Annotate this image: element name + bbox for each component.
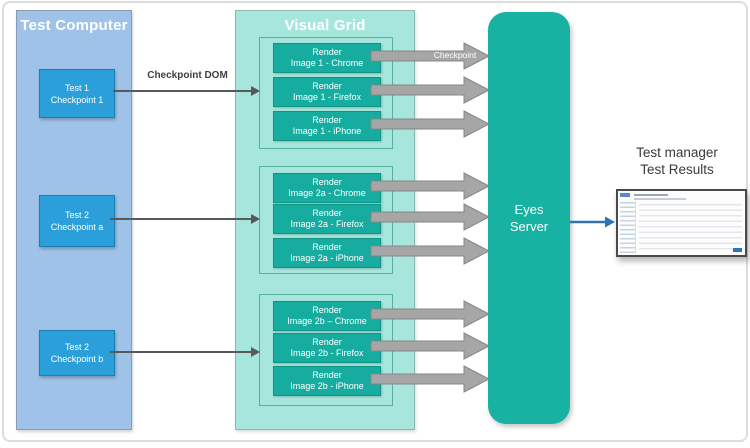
visual-grid-panel: Visual Grid Render Image 1 - Chrome Rend… (235, 10, 415, 430)
screenshot-button (733, 248, 742, 252)
render-node-line1: Render (312, 115, 342, 125)
render-node-2b-firefox: Render Image 2b - Firefox (273, 333, 381, 363)
render-node-2b-chrome: Render Image 2b – Chrome (273, 301, 381, 331)
render-node-line1: Render (312, 305, 342, 315)
render-node-1-chrome: Render Image 1 - Chrome (273, 43, 381, 73)
screenshot-toolbar-line-2 (634, 198, 686, 200)
eyes-server-line1: Eyes (514, 202, 544, 217)
render-node-line1: Render (312, 177, 342, 187)
test-node-2-line2: Checkpoint a (50, 222, 104, 232)
results-caption-line1: Test manager (636, 145, 718, 160)
test-computer-title: Test Computer (20, 17, 128, 34)
test-node-3-line1: Test 2 (64, 342, 89, 352)
render-node-line2: Image 2b - iPhone (290, 381, 364, 391)
render-group-2a: Render Image 2a - Chrome Render Image 2a… (259, 166, 393, 274)
render-node-line1: Render (312, 370, 342, 380)
test-results-screenshot (616, 189, 747, 257)
test-node-2: Test 2 Checkpoint a (39, 195, 115, 247)
test-computer-panel: Test Computer Test 1 Checkpoint 1 Test 2… (16, 10, 132, 430)
test-node-1-line2: Checkpoint 1 (50, 94, 104, 105)
screenshot-results-table (639, 204, 742, 252)
render-node-line2: Image 2a - iPhone (290, 253, 364, 263)
results-caption-line2: Test Results (640, 162, 714, 177)
test-node-3-line2: Checkpoint b (50, 354, 104, 364)
screenshot-sidebar (620, 202, 636, 253)
checkpoint-label: Checkpoint (433, 50, 477, 60)
render-node-line2: Image 2a - Firefox (290, 219, 364, 229)
render-group-2b: Render Image 2b – Chrome Render Image 2b… (259, 294, 393, 406)
render-node-2a-firefox: Render Image 2a - Firefox (273, 204, 381, 234)
screenshot-toolbar-line (634, 194, 668, 196)
render-node-line1: Render (312, 81, 342, 91)
results-caption: Test manager Test Results (608, 144, 746, 178)
render-node-line1: Render (312, 47, 342, 57)
render-node-line1: Render (312, 337, 342, 347)
test-node-3: Test 2 Checkpoint b (39, 330, 115, 376)
render-node-1-iphone: Render Image 1 - iPhone (273, 111, 381, 141)
render-node-line2: Image 1 - Chrome (290, 58, 364, 68)
eyes-server-line2: Server (509, 219, 549, 234)
visual-grid-title: Visual Grid (284, 17, 366, 34)
render-node-2a-chrome: Render Image 2a - Chrome (273, 173, 381, 203)
render-node-line1: Render (312, 208, 342, 218)
checkpoint-dom-label: Checkpoint DOM (147, 70, 228, 81)
test-node-2-line1: Test 2 (64, 210, 89, 220)
render-node-line1: Render (312, 242, 342, 252)
test-node-1: Test 1 Checkpoint 1 (39, 69, 115, 118)
render-node-2b-iphone: Render Image 2b - iPhone (273, 366, 381, 396)
render-group-1: Render Image 1 - Chrome Render Image 1 -… (259, 37, 393, 149)
screenshot-logo (620, 193, 630, 197)
render-node-line2: Image 1 - iPhone (292, 126, 362, 136)
test-node-1-line1: Test 1 (64, 82, 89, 93)
render-node-line2: Image 2b - Firefox (290, 348, 364, 358)
render-node-line2: Image 2b – Chrome (287, 316, 367, 326)
render-node-line2: Image 1 - Firefox (292, 92, 362, 102)
render-node-2a-iphone: Render Image 2a - iPhone (273, 238, 381, 268)
eyes-server-node: Eyes Server (488, 12, 570, 424)
render-node-line2: Image 2a - Chrome (288, 188, 366, 198)
render-node-1-firefox: Render Image 1 - Firefox (273, 77, 381, 107)
